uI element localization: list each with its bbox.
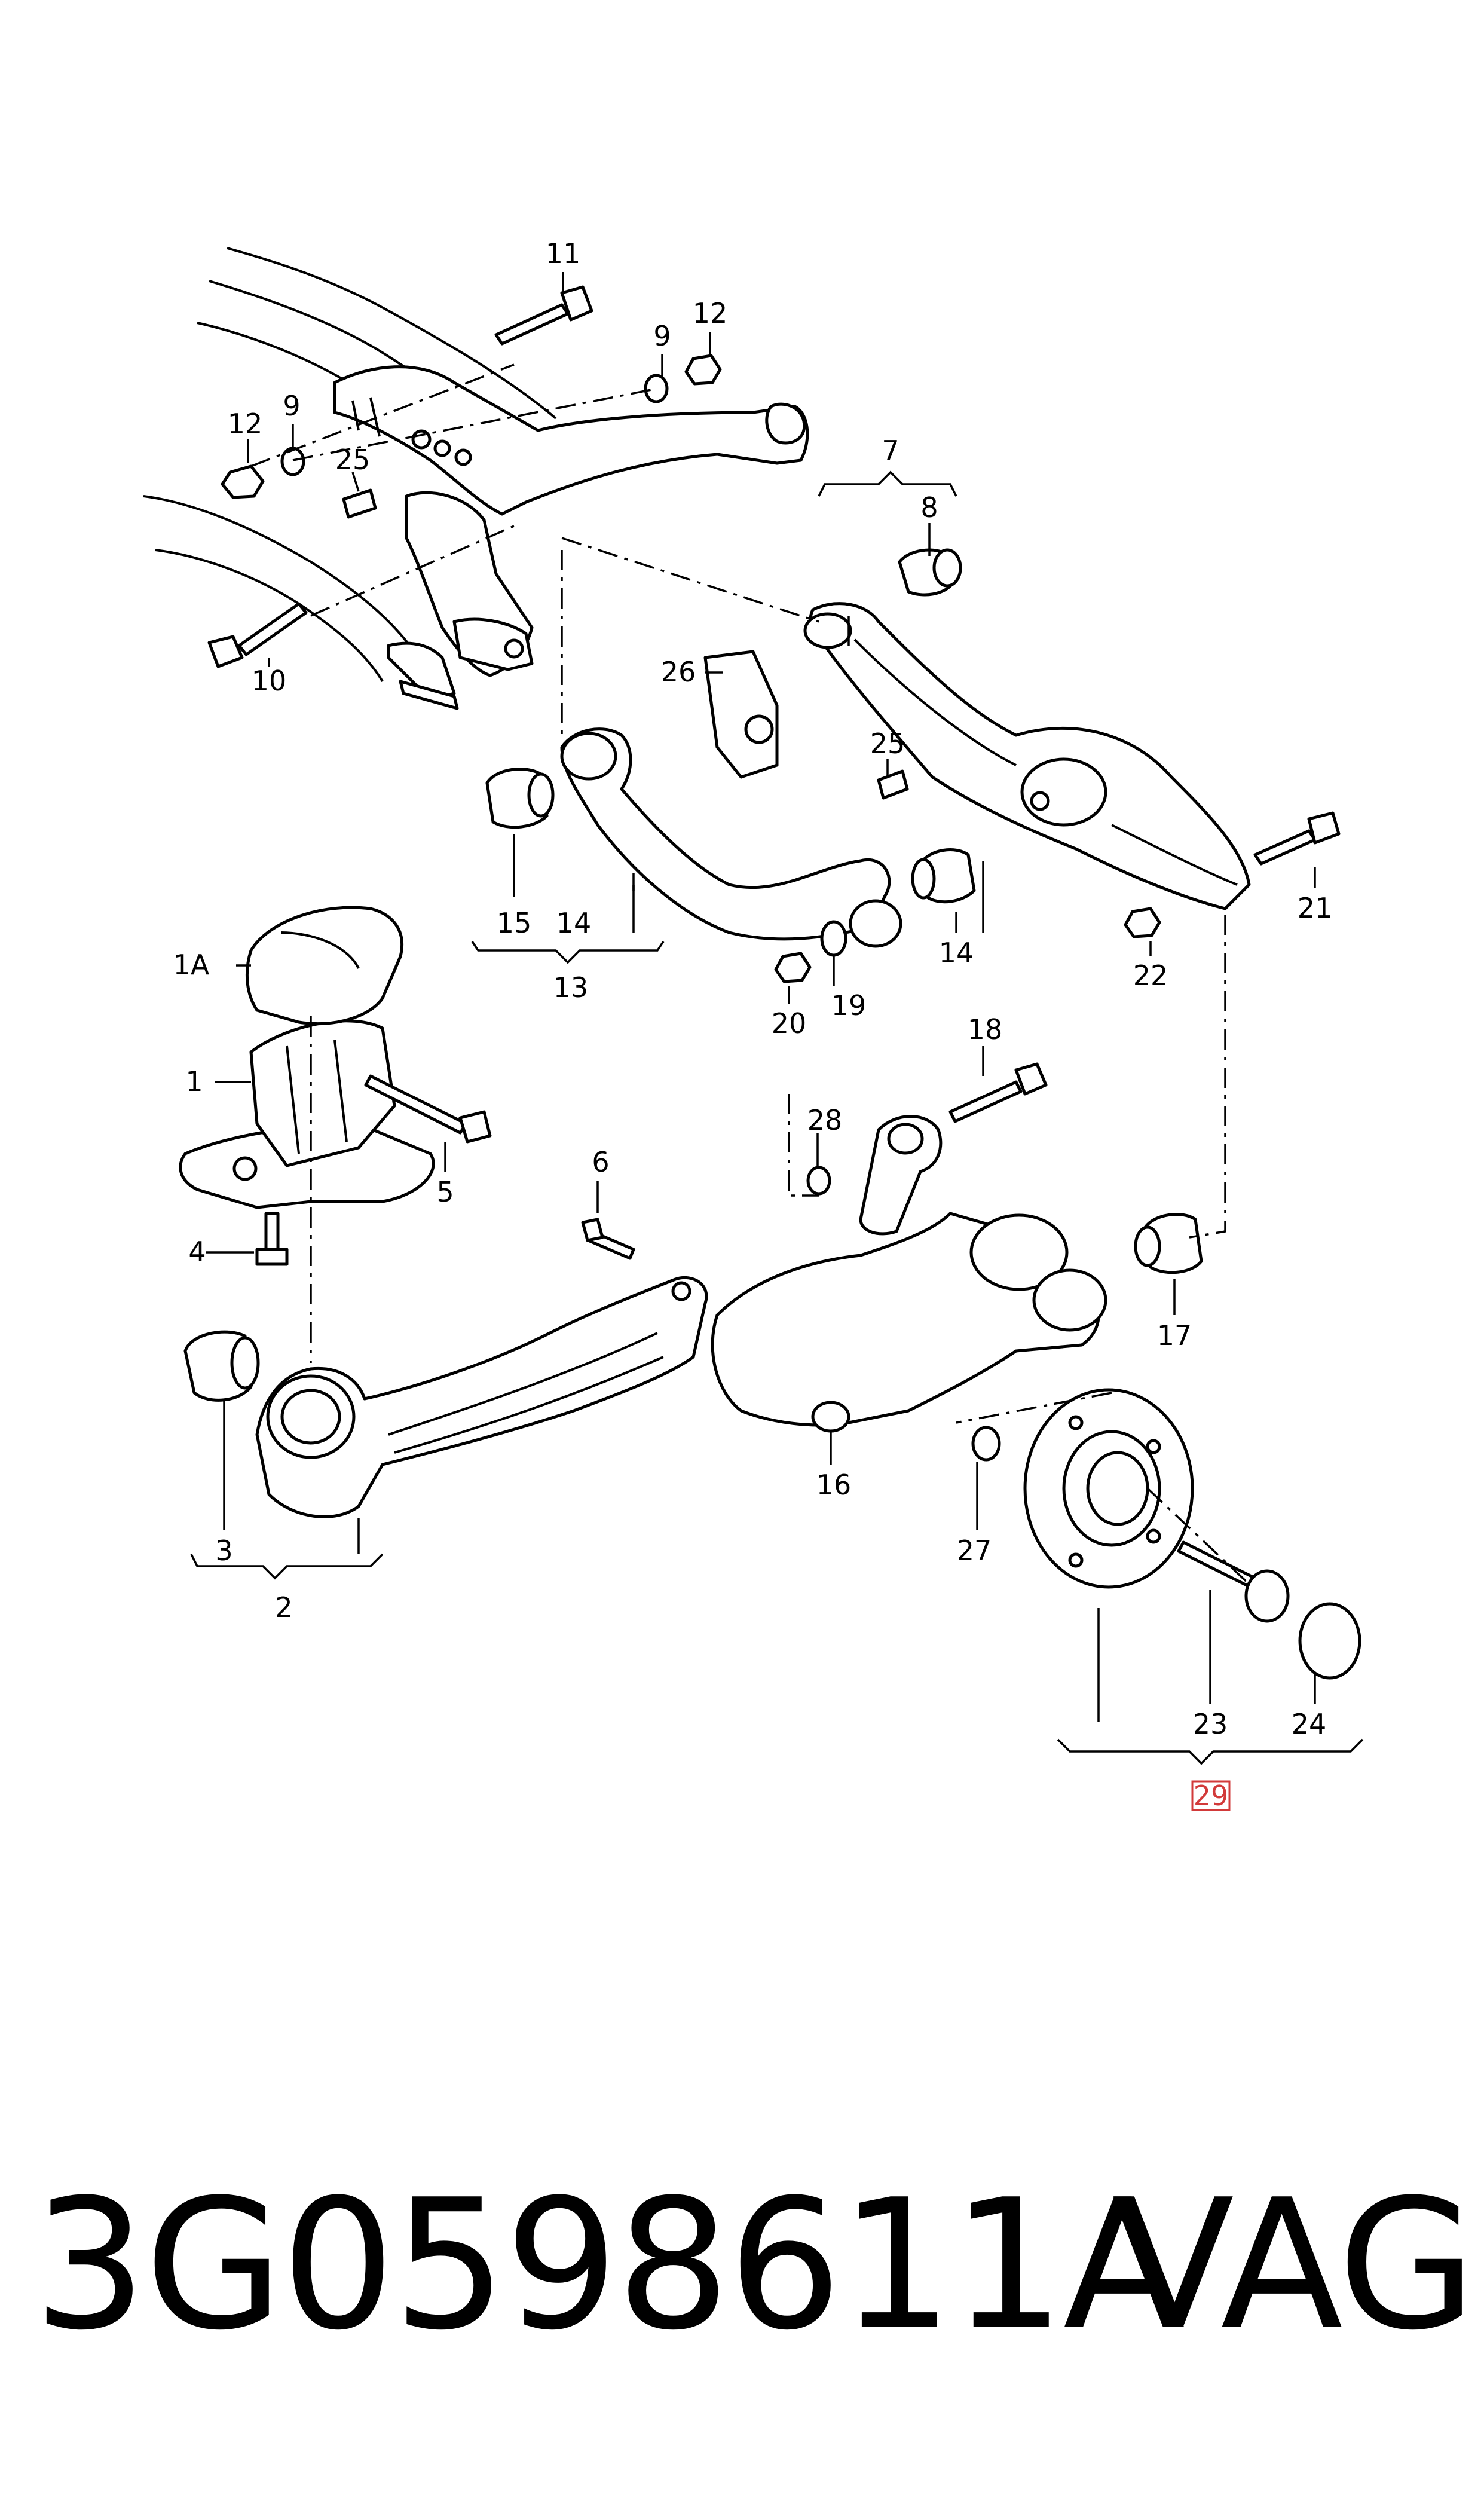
callout-27: 27 (957, 1534, 992, 1567)
callout-1A: 1A (173, 949, 210, 981)
callout-12-left: 12 (228, 408, 263, 440)
upper-link (560, 727, 902, 948)
leader-lines (206, 272, 1316, 1722)
callout-14-right: 14 (939, 937, 974, 969)
callout-24: 24 (1292, 1708, 1327, 1740)
callout-17: 17 (1157, 1319, 1192, 1352)
callout-9-right: 9 (653, 320, 671, 352)
callout-10: 10 (252, 665, 287, 697)
callout-23: 23 (1193, 1708, 1228, 1740)
callout-29: 29 (1194, 1780, 1229, 1812)
exploded-parts-diagram: 11 12 9 9 12 25 10 7 8 26 25 15 14 13 14… (143, 237, 1364, 1812)
trailing-arm (255, 1276, 708, 1518)
wheel-hub (1023, 1388, 1194, 1589)
callout-15: 15 (497, 907, 532, 939)
callout-29-box (1191, 1780, 1231, 1811)
subframe (143, 247, 809, 710)
callout-25-middle: 25 (870, 727, 905, 760)
assembly-lines (250, 363, 1250, 1585)
callout-5: 5 (436, 1176, 454, 1208)
callout-14-left: 14 (556, 907, 592, 939)
callout-7: 7 (882, 435, 899, 467)
callout-20: 20 (772, 1007, 807, 1040)
callout-3: 3 (215, 1534, 232, 1567)
callout-18: 18 (968, 1013, 1003, 1045)
brand-name: VAG (1112, 2161, 1476, 2370)
callout-2: 2 (275, 1591, 292, 1624)
callout-8: 8 (920, 491, 938, 524)
callout-22: 22 (1133, 959, 1168, 992)
callout-12-right: 12 (693, 297, 728, 329)
callout-25-upper: 25 (335, 444, 371, 476)
callout-4: 4 (188, 1236, 206, 1268)
callout-28: 28 (807, 1104, 843, 1136)
callout-1: 1 (185, 1065, 203, 1097)
callout-16: 16 (816, 1469, 852, 1501)
callout-11: 11 (546, 237, 581, 270)
callout-13: 13 (553, 971, 589, 1004)
callout-19: 19 (831, 989, 867, 1022)
small-parts (183, 285, 1361, 1680)
callout-21: 21 (1298, 892, 1333, 924)
lower-control-arm (809, 602, 1251, 910)
callout-6: 6 (592, 1146, 609, 1178)
bracket-cover (246, 906, 404, 1026)
part-number: 3G0598611A (33, 2161, 1186, 2370)
callout-26: 26 (661, 656, 696, 688)
group-braces (190, 470, 1364, 1765)
wheel-carrier (711, 1115, 1107, 1427)
mounting-bracket (179, 1019, 435, 1209)
callout-labels: 11 12 9 9 12 25 10 7 8 26 25 15 14 13 14… (173, 237, 1333, 1812)
callout-9-left: 9 (283, 390, 300, 422)
